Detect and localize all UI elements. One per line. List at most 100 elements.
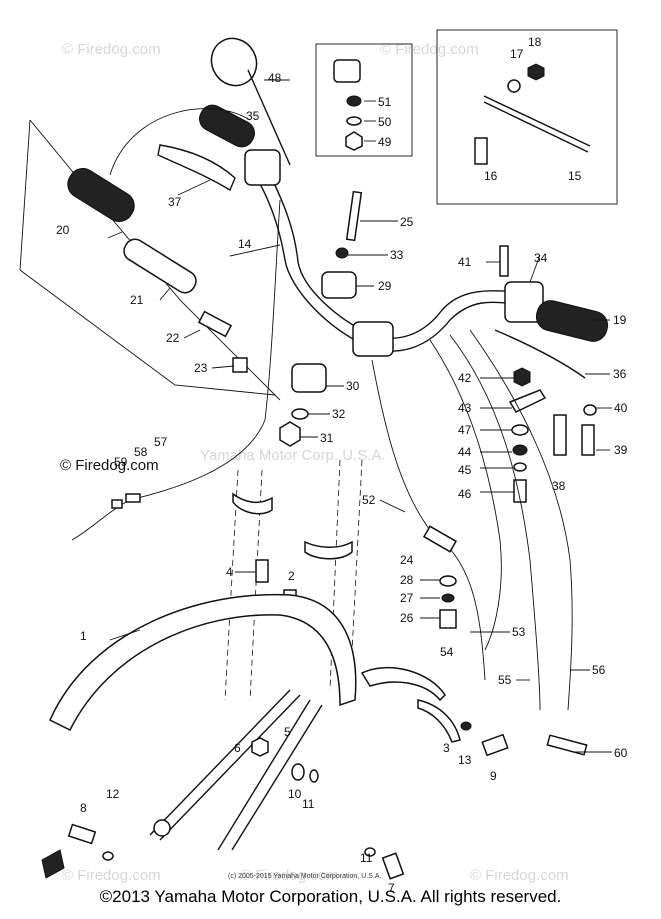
watermark-top-left: © Firedog.com (62, 41, 161, 58)
cable-55 (449, 334, 541, 711)
callout-34: 34 (534, 251, 548, 265)
callout-numbers: 1 2 3 4 5 6 7 8 9 10 11 11 12 13 14 15 1… (56, 35, 628, 895)
callout-44: 44 (458, 445, 472, 459)
cable-arc (109, 108, 251, 176)
lever-43 (508, 389, 547, 413)
callout-6: 6 (234, 741, 241, 755)
callout-51: 51 (378, 95, 392, 109)
washer-13 (460, 721, 472, 731)
part-51 (346, 95, 362, 107)
watermark-mid-left: © Firedog.com (60, 457, 159, 474)
bolt-8 (67, 823, 97, 845)
callout-7: 7 (388, 881, 395, 895)
callout-56: 56 (592, 663, 606, 677)
watermark-bottom-center: © Firedog.com (240, 867, 339, 884)
fitting-24 (422, 525, 458, 553)
bolt-26 (439, 609, 457, 629)
washer-11b (364, 847, 376, 857)
fender-stay-right (217, 699, 323, 851)
bolt-25 (345, 190, 363, 242)
washer-11 (309, 769, 319, 783)
callout-60: 60 (614, 746, 628, 760)
callout-3: 3 (443, 741, 450, 755)
callout-41: 41 (458, 255, 472, 269)
callout-4: 4 (226, 565, 233, 579)
washer-27 (441, 593, 455, 603)
callout-17: 17 (510, 47, 524, 61)
callout-1: 1 (80, 629, 87, 643)
grip-20 (67, 167, 135, 223)
washer-32 (291, 408, 309, 420)
left-grip-35 (199, 104, 255, 148)
callout-30: 30 (346, 379, 360, 393)
callout-27: 27 (400, 591, 414, 605)
bracket-3b (417, 699, 461, 743)
callout-54: 54 (440, 645, 454, 659)
brake-lever-36 (494, 329, 586, 379)
callout-14: 14 (238, 237, 252, 251)
washer-47 (511, 424, 529, 436)
callout-39: 39 (614, 443, 628, 457)
stay-mount (153, 819, 171, 837)
throttle-tube-21 (123, 238, 197, 294)
inset-box-mirror-mount (315, 43, 413, 157)
bolt-7 (381, 852, 405, 880)
leader-lines (107, 79, 612, 753)
callout-45: 45 (458, 463, 472, 477)
callout-18: 18 (528, 35, 542, 49)
adjuster-58 (125, 493, 141, 503)
washer-45 (513, 462, 527, 472)
callout-21: 21 (130, 293, 144, 307)
bolt-9 (481, 733, 509, 757)
washer-28 (439, 575, 457, 587)
callout-10: 10 (288, 787, 302, 801)
callout-31: 31 (320, 431, 334, 445)
washer-44 (512, 444, 528, 456)
fork-cover-left (232, 492, 273, 515)
callout-49: 49 (378, 135, 392, 149)
cable-57 (71, 199, 281, 541)
mirror-48 (210, 37, 258, 87)
callout-9: 9 (490, 769, 497, 783)
callout-20: 20 (56, 223, 70, 237)
callout-23: 23 (194, 361, 208, 375)
callout-52: 52 (362, 493, 376, 507)
washer-12 (102, 851, 114, 861)
nut-42 (513, 367, 531, 387)
holder-30 (291, 363, 327, 393)
bolt-16 (474, 137, 488, 165)
callout-19: 19 (613, 313, 627, 327)
pin-60 (546, 734, 588, 756)
callout-13: 13 (458, 753, 472, 767)
bolt-38 (553, 414, 567, 456)
callout-12: 12 (106, 787, 120, 801)
right-switch-34 (504, 281, 544, 323)
grip-panel-edge-bottom (19, 269, 276, 396)
bracket-3 (360, 666, 446, 702)
callout-16: 16 (484, 169, 498, 183)
part-50 (346, 116, 362, 126)
mirror-mount-bracket (333, 59, 361, 83)
bolt-4 (255, 559, 269, 583)
callout-26: 26 (400, 611, 414, 625)
collar-10 (291, 763, 305, 781)
callout-53: 53 (512, 625, 526, 639)
callout-47: 47 (458, 423, 472, 437)
inset-box-brace (436, 29, 618, 205)
callout-38: 38 (552, 479, 566, 493)
fender-stay (149, 689, 301, 841)
front-forks (224, 459, 363, 701)
left-switch-housing (244, 149, 281, 186)
callout-55: 55 (498, 673, 512, 687)
nut-31 (279, 421, 301, 447)
callout-2: 2 (288, 569, 295, 583)
callout-46: 46 (458, 487, 472, 501)
grip-panel-edge-left (19, 119, 31, 271)
adjuster-59 (111, 499, 123, 509)
washer-17 (507, 79, 521, 93)
bolt-39 (581, 424, 595, 456)
cable-53 (429, 339, 502, 651)
nut-18 (527, 63, 545, 81)
washer-33 (335, 247, 349, 259)
part-49 (345, 131, 363, 151)
